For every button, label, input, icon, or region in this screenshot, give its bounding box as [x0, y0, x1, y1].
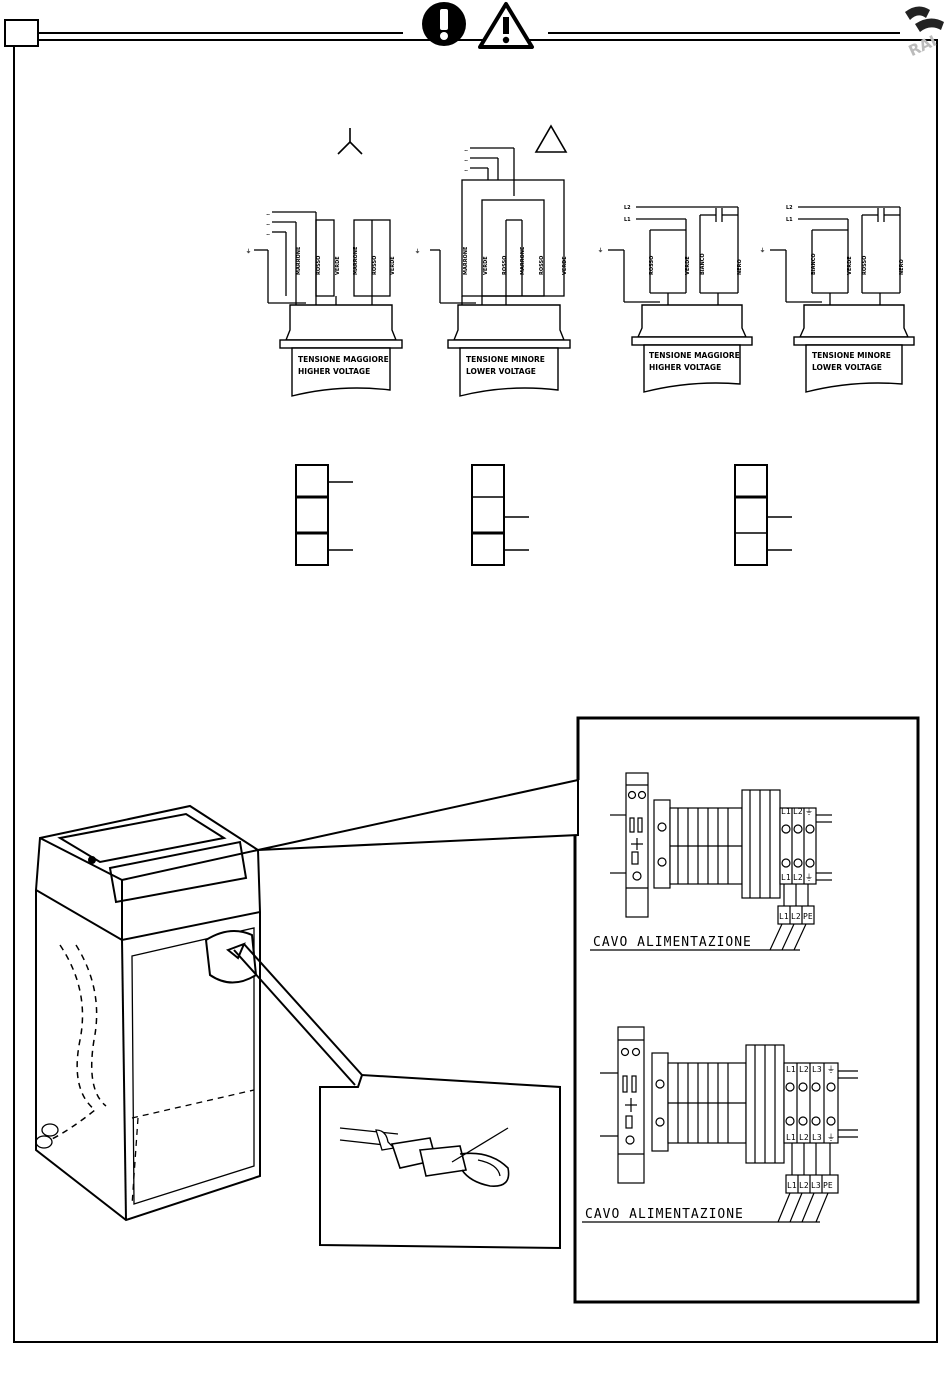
wire-label: ROSSO — [316, 256, 322, 275]
phase-label: L2 — [624, 205, 631, 211]
terminal-label: L1 — [786, 1133, 796, 1142]
wire-label: ROSSO — [862, 256, 868, 275]
brand-logo-text: RAI — [906, 32, 940, 60]
ground-symbol: ⏚ — [246, 248, 251, 255]
corner-box — [4, 19, 39, 47]
warning-triangle-icon — [478, 2, 534, 49]
wire-label: BIANCO — [811, 253, 817, 275]
motor-body — [631, 304, 753, 393]
selector-block-delta — [471, 464, 529, 566]
cable-terminal-label: L2 — [791, 912, 801, 921]
motor-label-line2: LOWER VOLTAGE — [812, 363, 882, 372]
terminal-strip-single — [590, 772, 832, 951]
motor-label-line1: TENSIONE MAGGIORE — [649, 351, 740, 360]
wire-label: VERDE — [483, 256, 489, 275]
wire-label: VERDE — [335, 256, 341, 275]
ac-symbol: ∼ — [464, 148, 468, 154]
cable-terminal-label: L3 — [811, 1181, 821, 1190]
ac-symbol: ∼ — [266, 232, 270, 238]
brand-logo-icon: RAI — [905, 6, 944, 60]
motor-body — [447, 304, 571, 397]
cable-terminal-label: PE — [803, 912, 813, 921]
wire-label: VERDE — [847, 256, 853, 275]
mandatory-action-icon — [422, 2, 466, 46]
cable-terminal-label: L1 — [779, 912, 789, 921]
terminal-strip-three — [582, 1026, 858, 1223]
motor-diagram-single-higher — [608, 206, 739, 305]
wire-label: ROSSO — [539, 256, 545, 275]
selector-block-single — [734, 464, 792, 566]
zoom-pointer — [226, 778, 579, 1086]
ground-symbol: ⏚ — [598, 247, 603, 254]
selector-block-star — [295, 464, 353, 566]
terminal-label: L3 — [812, 1065, 822, 1074]
wire-label: MARRONE — [296, 246, 302, 275]
terminal-detail-panel — [573, 716, 920, 1304]
delta-connection-icon — [534, 124, 568, 153]
cable-label: CAVO ALIMENTAZIONE — [585, 1207, 744, 1222]
terminal-label: ⏚ — [827, 1065, 835, 1074]
wire-label: ROSSO — [502, 256, 508, 275]
cable-label: CAVO ALIMENTAZIONE — [593, 935, 752, 950]
terminal-label: L2 — [799, 1065, 809, 1074]
wire-label: VERDE — [685, 256, 691, 275]
motor-diagram-single-lower — [770, 206, 901, 305]
terminal-label: L2 — [793, 807, 803, 816]
wire-label: MARRONE — [463, 246, 469, 275]
wire-label: NERO — [737, 259, 743, 275]
motor-label-line1: TENSIONE MAGGIORE — [298, 355, 389, 364]
motor-diagram-delta — [430, 147, 565, 305]
cable-terminal-label: L1 — [787, 1181, 797, 1190]
motor-diagram-star — [254, 211, 391, 305]
ac-symbol: ∼ — [464, 158, 468, 164]
motor-body — [279, 304, 403, 397]
motor-body — [793, 304, 915, 393]
terminal-label: L3 — [812, 1133, 822, 1142]
motor-label-line2: HIGHER VOLTAGE — [298, 367, 370, 376]
wire-label: BIANCO — [700, 253, 706, 275]
cable-terminal-label: PE — [823, 1181, 833, 1190]
ground-symbol: ⏚ — [415, 248, 420, 255]
terminal-label: L2 — [799, 1133, 809, 1142]
wire-label: VERDE — [562, 256, 568, 275]
star-connection-icon — [337, 128, 363, 155]
wire-label: NERO — [899, 259, 905, 275]
ac-symbol: ∼ — [266, 222, 270, 228]
connector-detail-inset — [319, 1073, 561, 1250]
terminal-label: L1 — [781, 873, 791, 882]
phase-label: L2 — [786, 205, 793, 211]
terminal-label: L1 — [781, 807, 791, 816]
ac-symbol: ∼ — [266, 212, 270, 218]
wire-label: ROSSO — [649, 256, 655, 275]
terminal-label: L2 — [793, 873, 803, 882]
motor-label-line1: TENSIONE MINORE — [466, 355, 545, 364]
wire-label: MARRONE — [353, 246, 359, 275]
motor-label-line1: TENSIONE MINORE — [812, 351, 891, 360]
phase-label: L1 — [786, 217, 793, 223]
terminal-label: ⏚ — [827, 1133, 835, 1142]
terminal-label: ⏚ — [805, 807, 813, 816]
cable-terminal-label: L2 — [799, 1181, 809, 1190]
phase-label: L1 — [624, 217, 631, 223]
appliance-cabinet — [34, 804, 262, 1222]
wire-label: ROSSO — [372, 256, 378, 275]
ground-symbol: ⏚ — [760, 247, 765, 254]
motor-label-line2: HIGHER VOLTAGE — [649, 363, 721, 372]
wire-label: VERDE — [390, 256, 396, 275]
ac-symbol: ∼ — [464, 168, 468, 174]
motor-label-line2: LOWER VOLTAGE — [466, 367, 536, 376]
terminal-label: ⏚ — [805, 873, 813, 882]
page-frame — [4, 19, 938, 1343]
terminal-label: L1 — [786, 1065, 796, 1074]
wire-label: MARRONE — [520, 246, 526, 275]
